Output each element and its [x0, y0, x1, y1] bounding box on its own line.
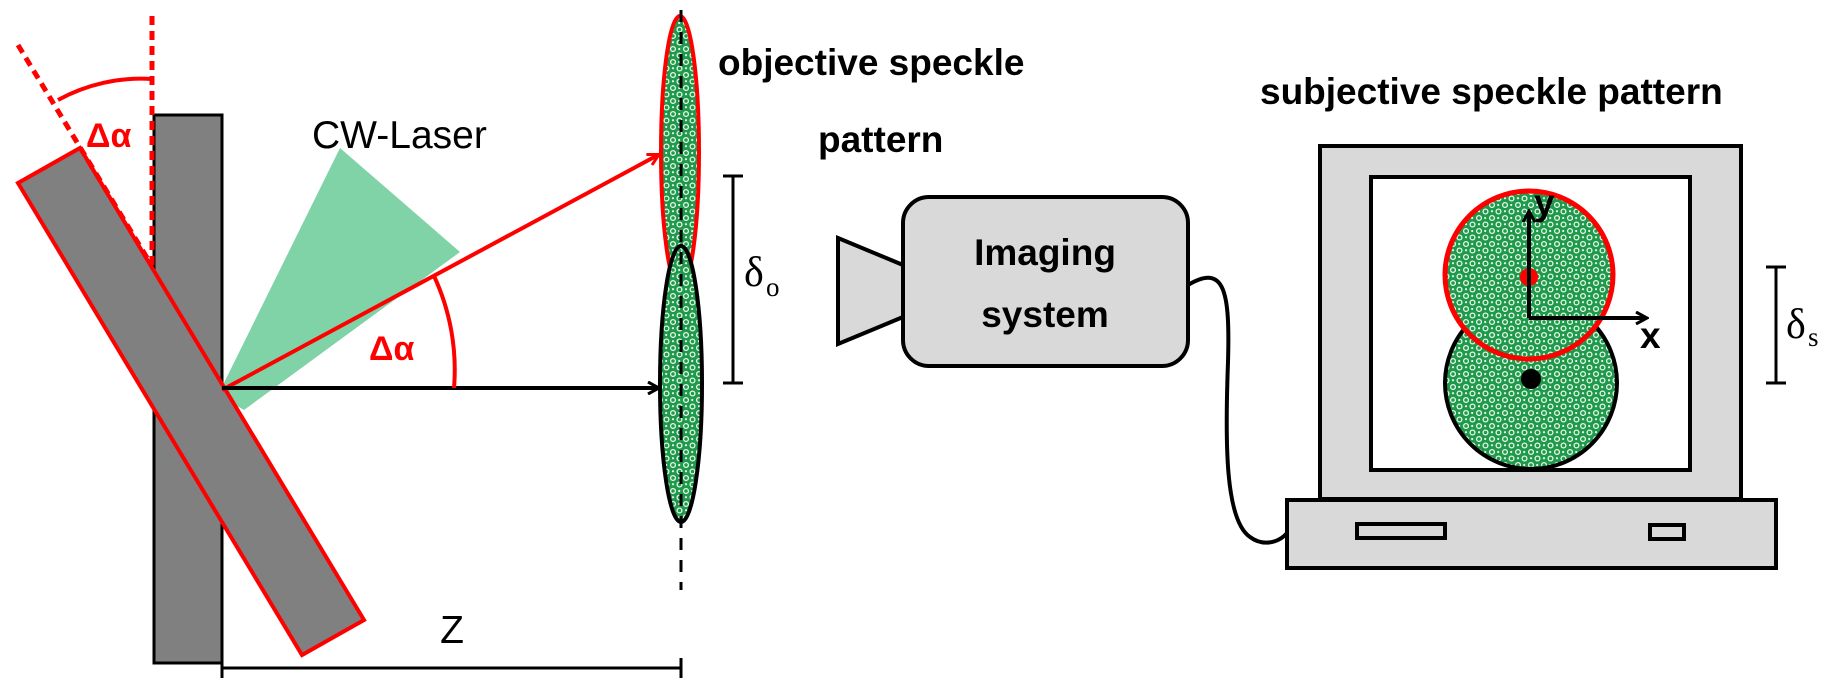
delta-o-subscript: o: [766, 272, 780, 302]
imaging-system-label: Imaging: [974, 232, 1116, 273]
delta-o-symbol: δ: [744, 250, 764, 296]
beam-angle-label: Δα: [369, 330, 414, 368]
delta-s-symbol: δ: [1786, 302, 1806, 348]
laser-beam: [218, 148, 460, 410]
subjective-speckle-label: subjective speckle pattern: [1260, 71, 1723, 112]
objective-speckle-label-line2: pattern: [818, 119, 943, 160]
delta-s-subscript: s: [1808, 322, 1819, 352]
tilted-reference-line: [15, 43, 155, 268]
distance-label: Z: [440, 609, 464, 652]
connection-cable: [1186, 275, 1290, 545]
tilted-plate: [15, 145, 367, 658]
reflected-beam-red: [221, 155, 658, 392]
objective-speckle-label: objective speckle: [718, 42, 1024, 83]
tilt-angle-label: Δα: [86, 117, 131, 155]
y-axis-label: y: [1534, 182, 1555, 223]
laser-label: CW-Laser: [312, 114, 487, 157]
beam-angle-arc: [432, 275, 457, 389]
imaging-system-label-line2: system: [981, 294, 1109, 335]
x-axis-label: x: [1640, 315, 1661, 356]
tilt-angle-arc: [57, 76, 153, 102]
camera-icon: [836, 195, 1190, 368]
reference-center-dot: [1521, 369, 1541, 389]
